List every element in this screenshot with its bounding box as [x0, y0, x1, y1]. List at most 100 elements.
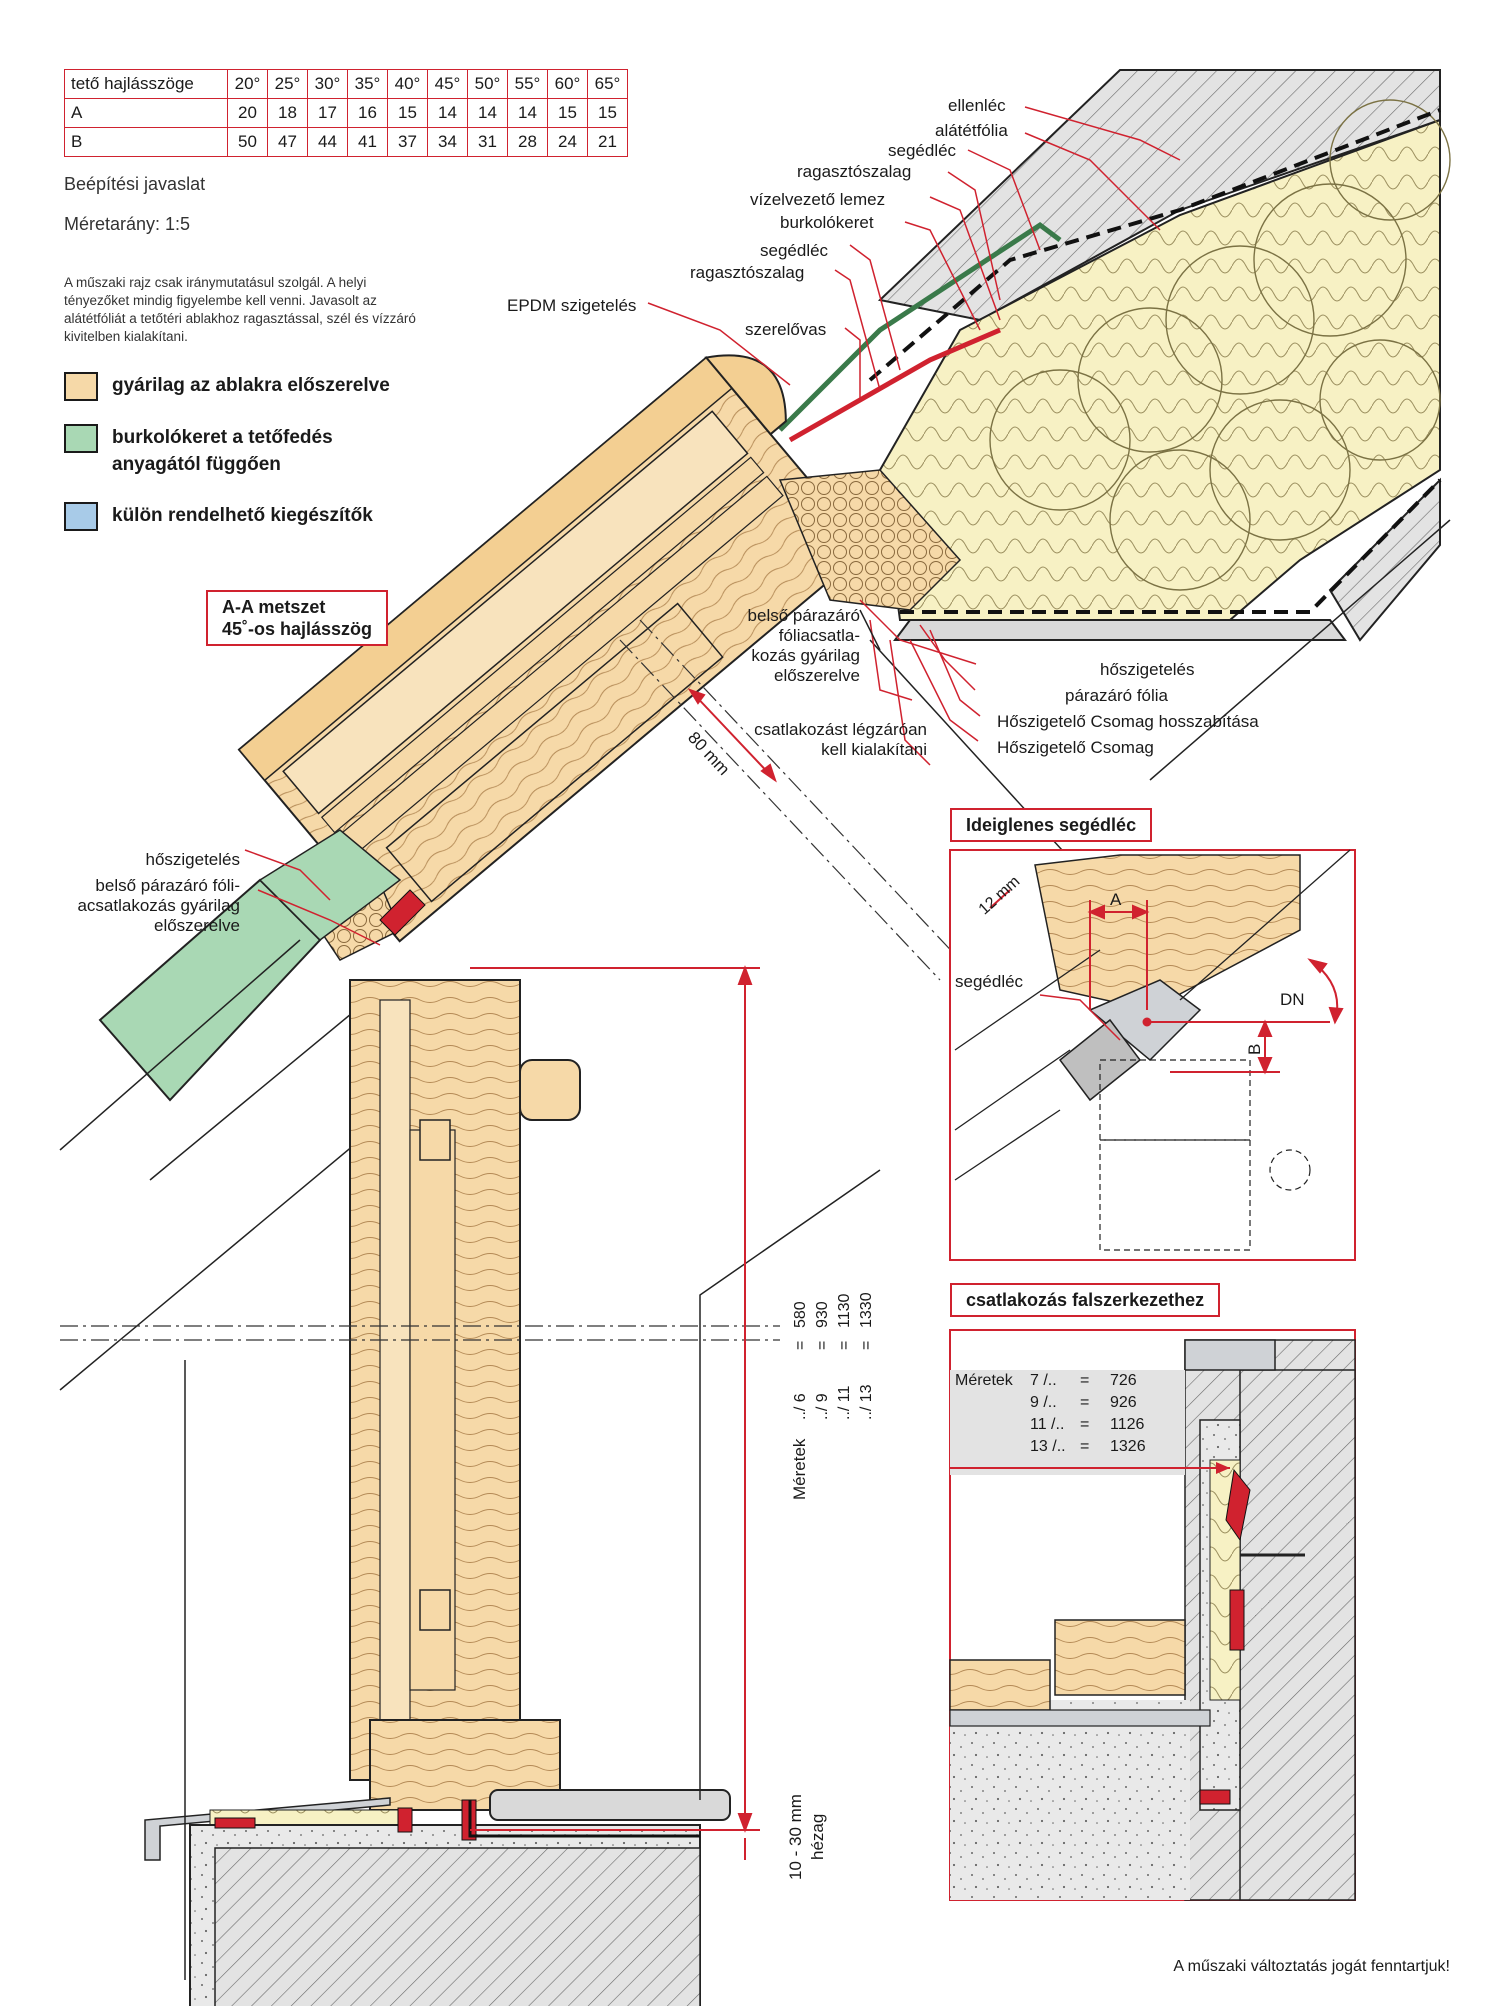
dimension-value: 1330	[858, 1292, 875, 1328]
dimension-row: 13 /.. = 1326	[955, 1436, 1146, 1458]
section-title-line1: A-A metszet	[222, 597, 326, 617]
dimension-eq: =	[1080, 1438, 1090, 1455]
table-row-a: A 20 18 17 16 15 14 14 14 15 15	[64, 98, 628, 128]
label-epdm: EPDM szigetelés	[507, 296, 637, 315]
label-hcs-hosszabitas: Hőszigetelő Csomag hosszabítása	[997, 712, 1259, 731]
label-szerelovas: szerelővas	[745, 320, 827, 339]
label-ragasztoszalag-2: ragasztószalag	[690, 263, 805, 282]
label-hoszigeteles-top: hőszigetelés	[1100, 660, 1195, 679]
table-cell: 45°	[427, 69, 468, 99]
dimension-size: ../ 13	[858, 1384, 875, 1420]
dimension-value: 1326	[1110, 1438, 1146, 1455]
dimension-eq: =	[858, 1340, 875, 1350]
label-hoszigeteles-left: hőszigetelés	[145, 850, 240, 869]
table-cell: 30°	[307, 69, 348, 99]
dimension-size: ../ 9	[814, 1393, 831, 1420]
dimension-row: ../ 11 = 1130	[834, 1160, 856, 1420]
table-cell: 41	[347, 127, 388, 157]
dimension-value: 726	[1110, 1372, 1137, 1389]
legend-swatch-green	[64, 424, 98, 453]
table-cell: 40°	[387, 69, 428, 99]
label-belso-parazaro-left: belső párazáró fóli- acsatlakozás gyáril…	[77, 876, 240, 935]
dimension-eq: =	[836, 1340, 853, 1350]
label-ragasztoszalag-1: ragasztószalag	[797, 162, 912, 181]
table-cell: 21	[587, 127, 628, 157]
table-cell: tető hajlásszöge	[64, 69, 228, 99]
dimension-size: 7 /..	[1030, 1372, 1057, 1389]
legend-item-cladding: burkolókeret a tetőfedés anyagától függő…	[64, 424, 424, 478]
dimension-eq: =	[792, 1340, 809, 1350]
inset1-segedlec: segédléc	[955, 972, 1024, 991]
label-alatetfolia: alátétfólia	[935, 121, 1008, 140]
table-cell: 15	[587, 98, 628, 128]
label-burkolokeret: burkolókeret	[780, 213, 874, 232]
label-segedlec-2: segédléc	[760, 241, 829, 260]
table-cell: 34	[427, 127, 468, 157]
dimension-value: 930	[814, 1301, 831, 1328]
table-row-b: B 50 47 44 41 37 34 31 28 24 21	[64, 127, 628, 157]
dimension-eq: =	[814, 1340, 831, 1350]
legend-item-factory: gyárilag az ablakra előszerelve	[64, 372, 390, 401]
dimension-size: 9 /..	[1030, 1394, 1057, 1411]
label-csatlakozast: csatlakozást légzáróan kell kialakítani	[754, 720, 927, 759]
install-title: Beépítési javaslat	[64, 174, 206, 194]
table-cell: 25°	[267, 69, 308, 99]
table-cell: 47	[267, 127, 308, 157]
table-cell: 15	[387, 98, 428, 128]
label-segedlec-1: segédléc	[888, 141, 957, 160]
label-hcs: Hőszigetelő Csomag	[997, 738, 1154, 757]
label-ellenlec: ellenléc	[948, 96, 1006, 115]
window-sash-inclined	[237, 354, 869, 943]
dimension-eq: =	[1080, 1372, 1090, 1389]
table-cell: B	[64, 127, 228, 157]
table-cell: 37	[387, 127, 428, 157]
dimension-size: 13 /..	[1030, 1438, 1066, 1455]
legend-swatch-wood	[64, 372, 98, 401]
legend-label: gyárilag az ablakra előszerelve	[112, 375, 390, 396]
dimension-eq: =	[1080, 1416, 1090, 1433]
dimension-size: 11 /..	[1030, 1416, 1065, 1433]
table-cell: 24	[547, 127, 588, 157]
table-cell: 15	[547, 98, 588, 128]
legend-label: külön rendelhető kiegészítők	[112, 505, 373, 526]
dimension-row: Méretek 7 /.. = 726	[955, 1370, 1146, 1392]
footer-note: A műszaki változtatás jogát fenntartjuk!	[1173, 1958, 1450, 1975]
table-cell: 65°	[587, 69, 628, 99]
dimension-size: ../ 11	[836, 1385, 853, 1420]
table-cell: 14	[427, 98, 468, 128]
inset-falszerkezet	[949, 1329, 1356, 1901]
table-cell: 60°	[547, 69, 588, 99]
dimension-row: 11 /.. = 1126	[955, 1414, 1146, 1436]
table-cell: 35°	[347, 69, 388, 99]
dimension-row: 9 /.. = 926	[955, 1392, 1146, 1414]
label-gap-hezag: hézag	[808, 1813, 827, 1860]
roof-rafter-section	[778, 60, 1451, 781]
inset1-title: Ideiglenes segédléc	[950, 808, 1153, 842]
window-frame-vertical	[349, 979, 581, 1811]
section-title: A-A metszet 45˚-os hajlásszög	[206, 590, 389, 646]
table-cell: 16	[347, 98, 388, 128]
dimension-value: 580	[792, 1301, 809, 1328]
dimension-row: ../ 6 = 580	[790, 1160, 812, 1420]
table-cell: 14	[467, 98, 508, 128]
inset2-title: csatlakozás falszerkezethez	[950, 1283, 1221, 1317]
table-cell: 55°	[507, 69, 548, 99]
dimension-value: 1126	[1110, 1416, 1145, 1433]
dimension-block-vertical: ../ 6 = 580 ../ 9 = 930 ../ 11 = 1130 ..…	[790, 1160, 878, 1420]
table-cell: 50	[227, 127, 268, 157]
label-gap: 10 - 30 mm	[786, 1794, 805, 1880]
legend-label: burkolókeret a tetőfedés anyagától függő…	[112, 427, 333, 475]
dimension-row: ../ 9 = 930	[812, 1160, 834, 1420]
dimension-value: 926	[1110, 1394, 1137, 1411]
table-cell: 17	[307, 98, 348, 128]
table-cell: 14	[507, 98, 548, 128]
roof-angle-table: tető hajlásszöge 20° 25° 30° 35° 40° 45°…	[64, 69, 628, 157]
scale-note: Méretarány: 1:5	[64, 214, 191, 234]
label-belso-parazaro: belső párazáró fóliacsatla- kozás gyáril…	[747, 606, 860, 685]
dimension-eq: =	[1080, 1394, 1090, 1411]
table-cell: 44	[307, 127, 348, 157]
label-vizelvezeto: vízelvezető lemez	[750, 190, 886, 209]
table-cell: 20°	[227, 69, 268, 99]
table-cell: 31	[467, 127, 508, 157]
